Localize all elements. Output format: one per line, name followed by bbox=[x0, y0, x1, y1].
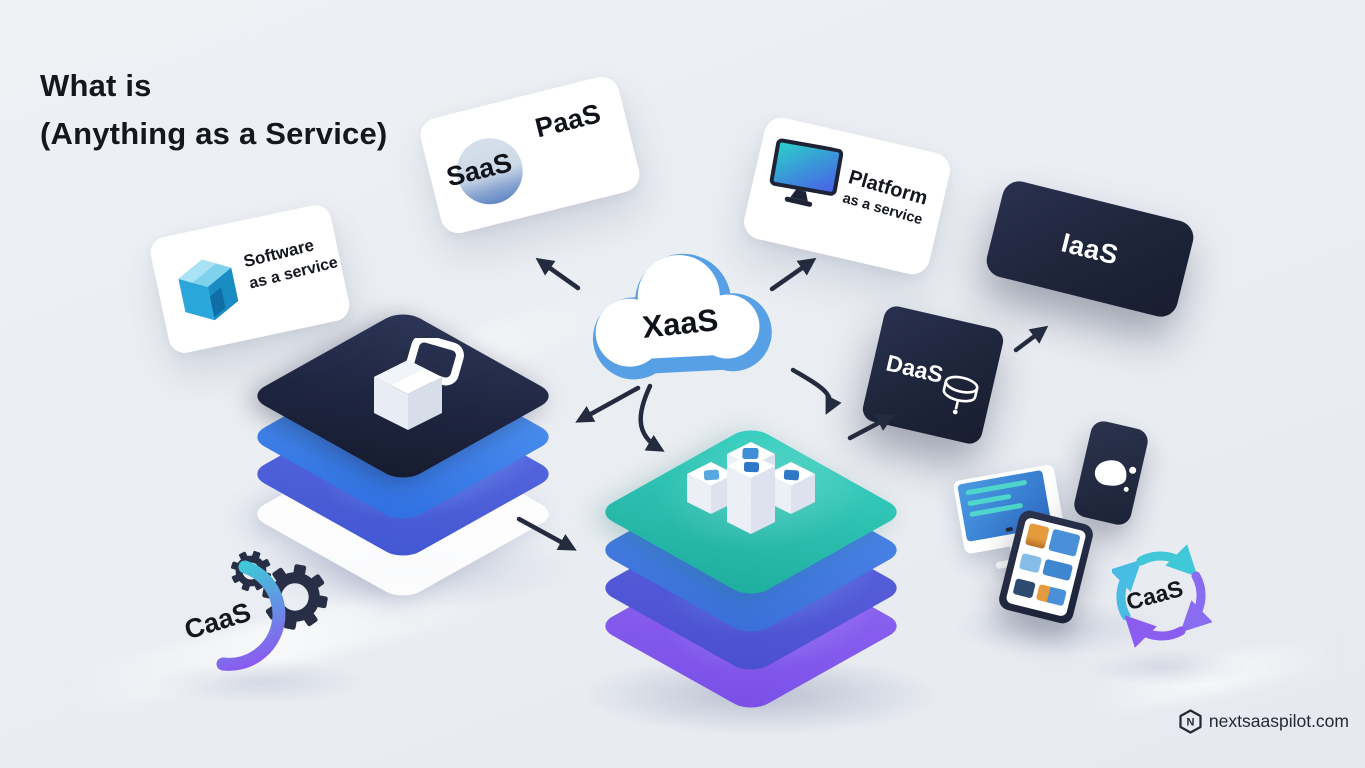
tablet-screen bbox=[1005, 516, 1087, 618]
cycle-arrows-icon bbox=[1112, 544, 1212, 648]
app-tile bbox=[1024, 522, 1050, 550]
iaas-label: IaaS bbox=[1058, 226, 1122, 271]
svg-text:N: N bbox=[1186, 717, 1194, 729]
watermark: N nextsaaspilot.com bbox=[1179, 709, 1349, 734]
software-card-text: Software as a service bbox=[241, 229, 340, 296]
arrow-cloud-to-saaspaas bbox=[535, 257, 581, 291]
caas-arc-icon bbox=[216, 560, 286, 671]
screen-text-line bbox=[969, 502, 1024, 518]
daas-card: DaaS bbox=[860, 303, 1006, 447]
platform-card-text: Platform as a service bbox=[840, 166, 931, 231]
screen-text-line bbox=[965, 479, 1028, 496]
cube-icon bbox=[178, 259, 239, 321]
arrow-to-iaas bbox=[1013, 325, 1049, 353]
platform-card: Platform as a service bbox=[740, 114, 954, 278]
app-tile bbox=[1042, 559, 1074, 582]
phone-device bbox=[1071, 418, 1151, 528]
saas-paas-card: SaaS PaaS bbox=[416, 73, 644, 237]
page-title: What is (Anything as a Service) bbox=[40, 62, 387, 158]
cloud-shape bbox=[592, 253, 772, 380]
title-line2: (Anything as a Service) bbox=[40, 116, 388, 151]
ground-shadow bbox=[1090, 650, 1250, 686]
xaas-cloud: XaaS bbox=[574, 239, 786, 399]
database-icon bbox=[942, 375, 979, 415]
paas-label: PaaS bbox=[532, 98, 604, 144]
cloud-blob-icon bbox=[1092, 456, 1130, 490]
iaas-card: IaaS bbox=[983, 177, 1197, 321]
app-tile bbox=[1018, 553, 1043, 574]
arrow-right-to-center-stack bbox=[790, 367, 842, 415]
title-line1: What is bbox=[40, 68, 152, 103]
app-tile bbox=[1012, 577, 1036, 599]
screen-text-line bbox=[967, 493, 1012, 507]
monitor-icon bbox=[769, 138, 844, 207]
app-tile bbox=[1035, 583, 1067, 606]
software-card: Software as a service bbox=[147, 202, 353, 356]
hexagon-logo-icon: N bbox=[1179, 709, 1202, 734]
watermark-text: nextsaaspilot.com bbox=[1208, 711, 1349, 731]
app-tile bbox=[1048, 528, 1081, 557]
monitor-logo-dot bbox=[1005, 526, 1014, 533]
daas-label: DaaS bbox=[883, 349, 946, 388]
